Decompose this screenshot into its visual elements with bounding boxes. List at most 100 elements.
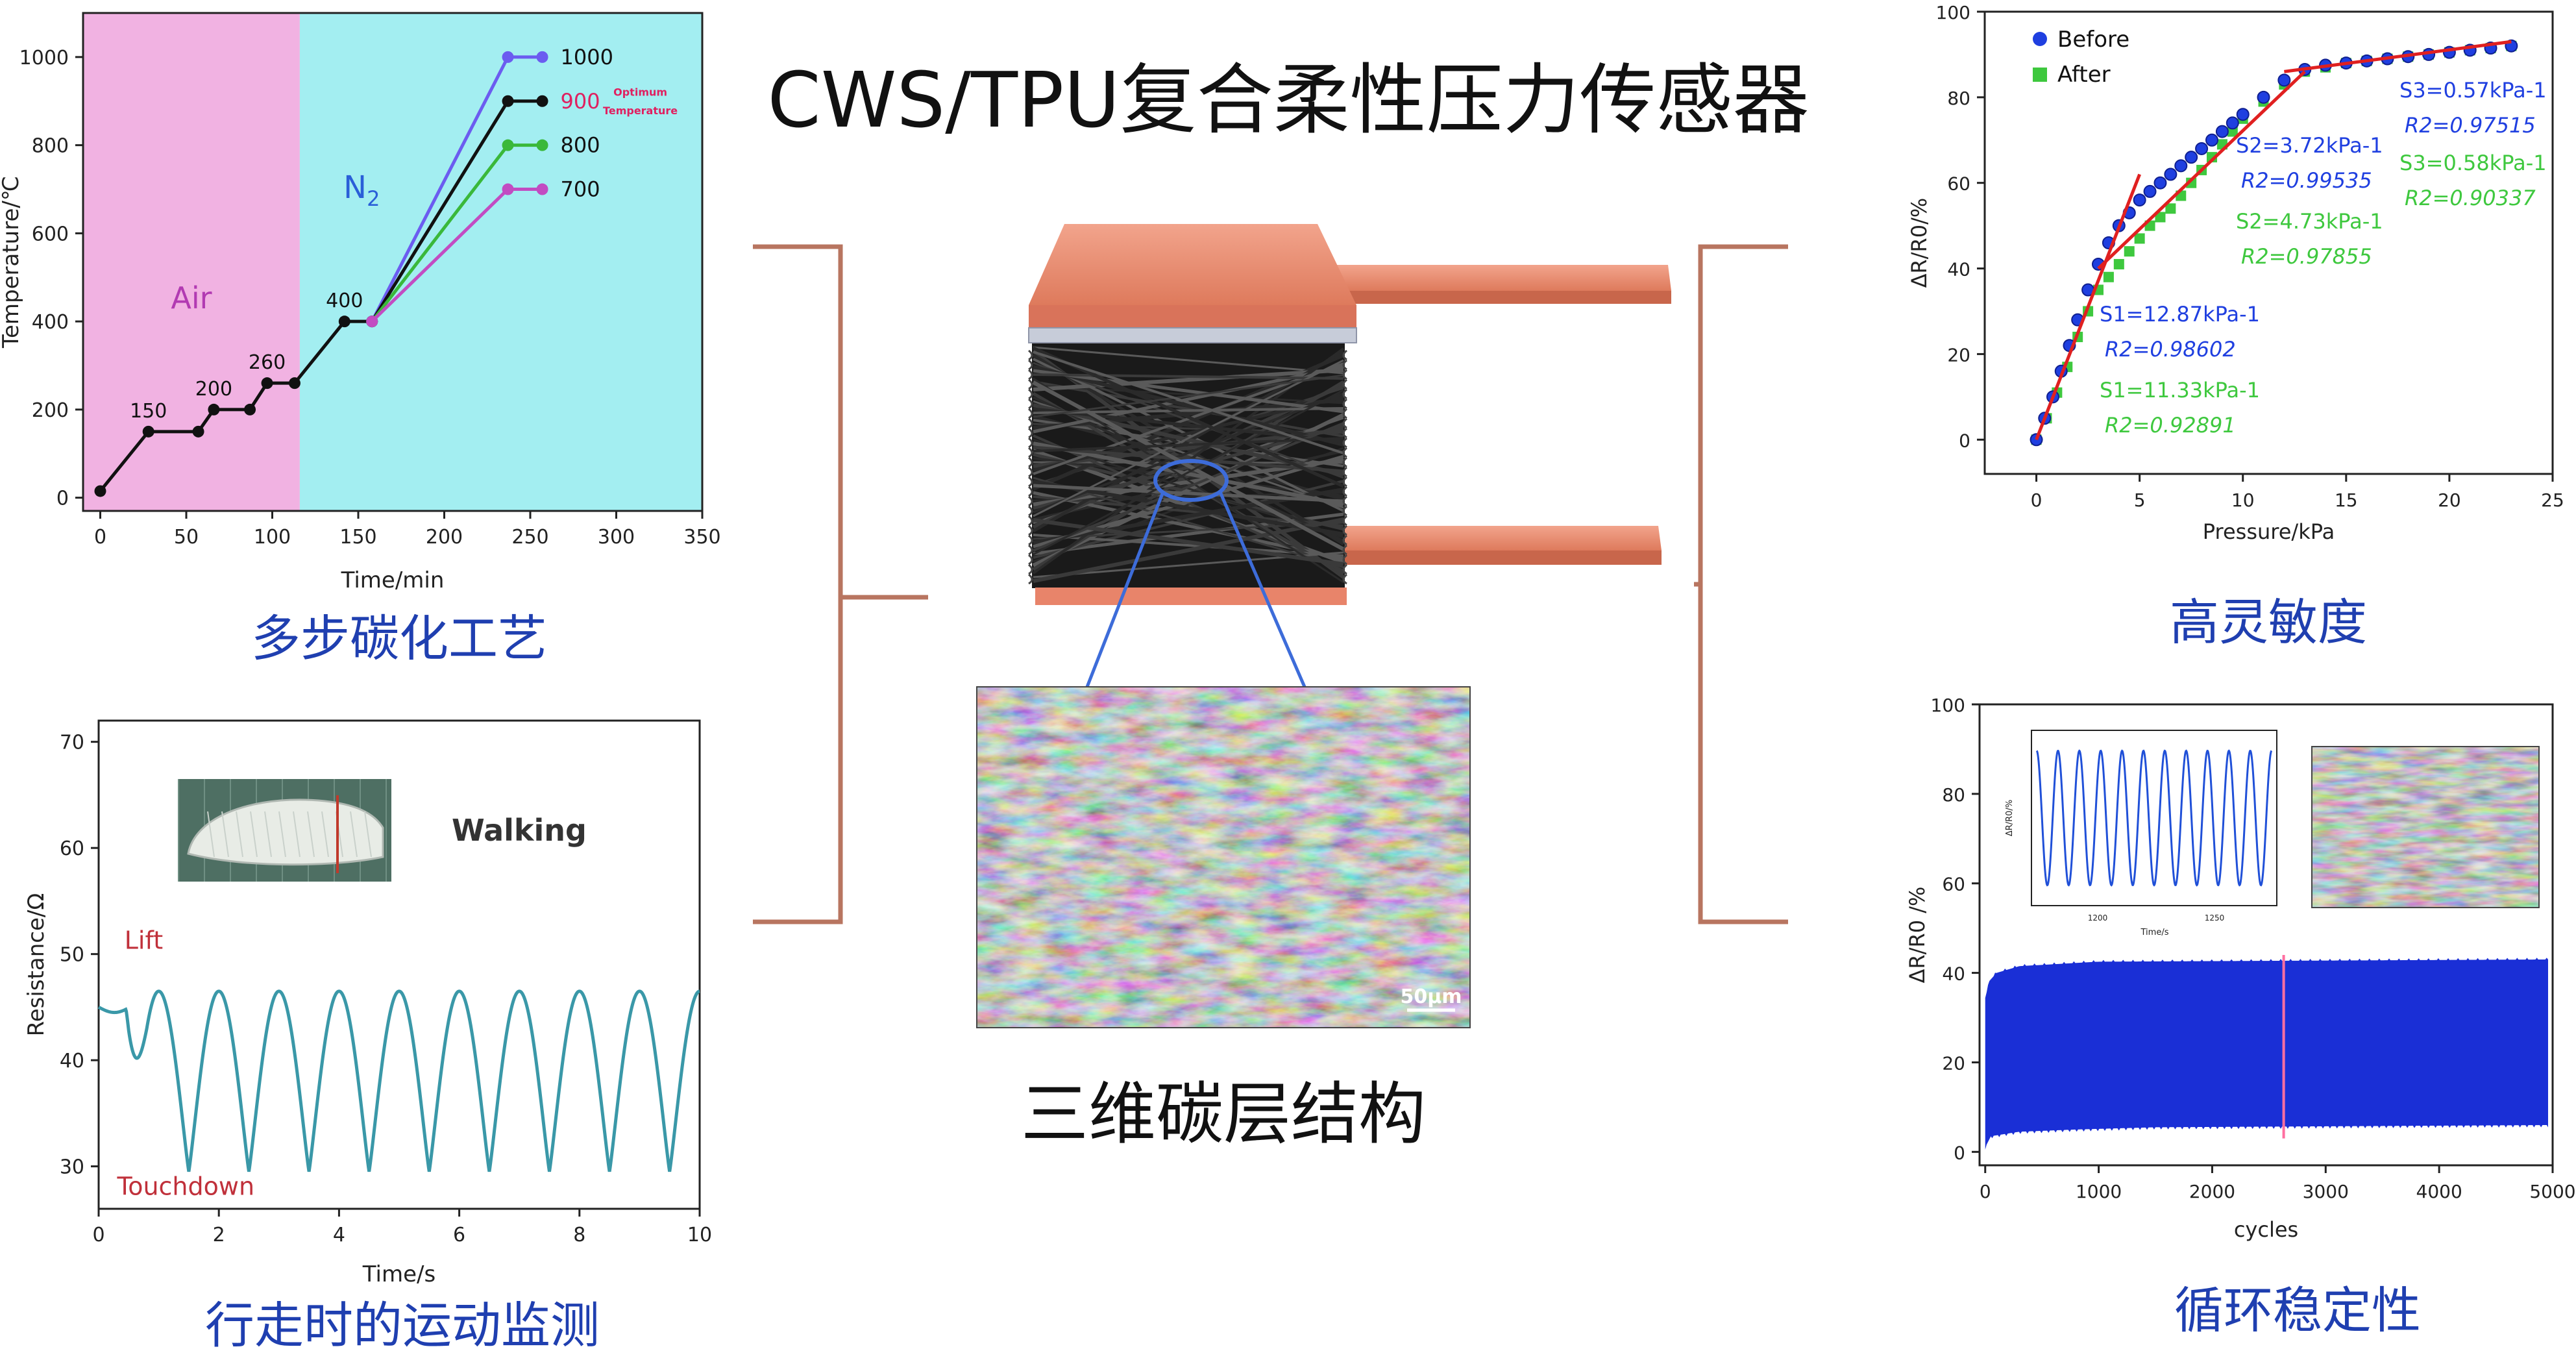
- carbon-edge-ripple: [1028, 525, 1033, 536]
- branch-label-800: 800: [561, 133, 600, 158]
- before-point: [2174, 159, 2188, 173]
- y-axis-label: ΔR/R0 /%: [1905, 887, 1930, 984]
- y-tick-label: 50: [60, 944, 84, 967]
- branch-point-800: [536, 139, 548, 151]
- carbon-fiber-strand: [1033, 517, 1344, 583]
- caption-cycling: 循环稳定性: [2174, 1282, 2421, 1339]
- y-tick-label: 0: [56, 488, 69, 510]
- r-squared-annotation: R2=0.97515: [2405, 113, 2536, 138]
- base-profile-point: [244, 403, 256, 415]
- x-tick-label: 10: [2231, 489, 2255, 511]
- before-point: [2277, 73, 2291, 87]
- after-point: [2113, 258, 2124, 269]
- plot-frame: [82, 12, 704, 512]
- carbon-fiber-strand: [1033, 369, 1344, 414]
- x-tick-label: 200: [426, 526, 463, 549]
- before-point: [2185, 151, 2198, 164]
- shoe-knit-line: [250, 811, 258, 858]
- x-tick-label: 20: [2438, 489, 2461, 511]
- x-tick-label: 8: [573, 1224, 585, 1246]
- carbon-edge-ripple: [1342, 369, 1347, 380]
- branch-label-900: 900: [561, 89, 600, 114]
- carbon-edge-ripple: [1028, 515, 1033, 526]
- shoe-knit-line: [364, 811, 372, 858]
- carbon-edge-ripple: [1342, 563, 1347, 575]
- y-tick-label: 600: [32, 223, 69, 245]
- carbon-edge-ripple: [1342, 408, 1347, 419]
- after-point: [2155, 212, 2166, 223]
- x-tick-label: 5: [2134, 489, 2146, 511]
- optimum-note-line1: Optimum: [613, 86, 667, 99]
- top-film-layer: [1028, 327, 1357, 343]
- carbon-edge-ripple: [1342, 515, 1347, 526]
- inset-x-tick-label: 1250: [2205, 913, 2225, 922]
- region-label-air: Air: [171, 280, 212, 316]
- x-tick-label: 50: [174, 526, 199, 549]
- carbon-edge-ripple: [1028, 417, 1033, 429]
- carbon-edge-ripple: [1028, 437, 1033, 449]
- after-point: [2103, 271, 2114, 282]
- legend-label-before: Before: [2057, 27, 2129, 53]
- y-tick-label: 80: [1942, 784, 1965, 806]
- y-axis-label: Temperature/℃: [0, 176, 24, 349]
- left-bracket: [753, 244, 928, 924]
- linear-fit-1: [2035, 173, 2141, 441]
- x-tick-label: 0: [2031, 489, 2042, 511]
- branch-label-1000: 1000: [561, 45, 613, 69]
- before-point: [2226, 116, 2239, 130]
- carbon-edge-ripple: [1028, 408, 1033, 419]
- x-tick-label: 3000: [2303, 1181, 2349, 1202]
- linear-fit-3: [2284, 40, 2512, 73]
- y-tick-label: 40: [1942, 963, 1965, 985]
- walking-title: Walking: [452, 813, 587, 848]
- shoe-knit-line: [293, 811, 301, 858]
- carbon-fiber-strand: [1033, 384, 1344, 404]
- carbon-edge-ripple: [1028, 486, 1033, 497]
- y-tick-label: 800: [32, 135, 69, 158]
- x-tick-label: 15: [2335, 489, 2358, 511]
- inset-x-tick-label: 1200: [2088, 913, 2108, 922]
- carbon-edge-ripple: [1028, 573, 1033, 585]
- zoom-line-left: [1085, 491, 1165, 687]
- sensitivity-annotation: S2=3.72kPa-1: [2236, 133, 2383, 158]
- branch-point-900: [502, 95, 514, 107]
- carbon-fiber-strand: [1033, 365, 1344, 447]
- sensitivity-annotation: S3=0.58kPa-1: [2399, 151, 2547, 175]
- branch-point-800: [502, 139, 514, 151]
- shoe-knit-line: [221, 811, 229, 858]
- annotation-touchdown: Touchdown: [116, 1172, 254, 1201]
- carbon-fiber-strand: [1033, 368, 1344, 391]
- x-tick-label: 150: [339, 526, 376, 549]
- y-axis-label: Resistance/Ω: [23, 893, 49, 1037]
- base-profile-point: [261, 377, 273, 390]
- sensitivity-annotation: S2=4.73kPa-1: [2236, 209, 2383, 234]
- branch-point-700: [366, 316, 378, 328]
- legend-marker-after: [2033, 68, 2047, 82]
- before-point: [2153, 176, 2167, 190]
- shoe-knit-line: [278, 811, 286, 858]
- r-squared-annotation: R2=0.90337: [2405, 186, 2536, 210]
- shoe-knit-line: [307, 811, 315, 858]
- zoom-line-right: [1218, 491, 1306, 687]
- y-tick-label: 1000: [19, 47, 69, 69]
- carbon-edge-ripple: [1342, 359, 1347, 371]
- carbon-edge-ripple: [1028, 456, 1033, 468]
- step-temperature-label: 150: [130, 400, 167, 423]
- carbon-edge-ripple: [1342, 476, 1347, 488]
- carbon-edge-ripple: [1028, 554, 1033, 565]
- carbon-edge-ripple: [1028, 534, 1033, 546]
- carbon-fiber-strand: [1032, 346, 1345, 488]
- lower-lead-electrode: [1311, 526, 1662, 551]
- carbon-edge-ripple: [1342, 486, 1347, 497]
- x-axis-label: cycles: [2234, 1217, 2298, 1242]
- inset-x-axis-label: Time/s: [2141, 928, 2169, 937]
- caption-walking: 行走时的运动监测: [205, 1296, 600, 1354]
- before-point: [2215, 125, 2229, 138]
- cycle-response-band: [1985, 958, 2549, 1150]
- carbon-fiber-strand: [1033, 389, 1344, 556]
- after-point: [2124, 246, 2135, 257]
- shoe-knit-line: [350, 811, 358, 858]
- carbon-edge-ripple: [1342, 534, 1347, 546]
- carbon-edge-ripple: [1342, 544, 1347, 556]
